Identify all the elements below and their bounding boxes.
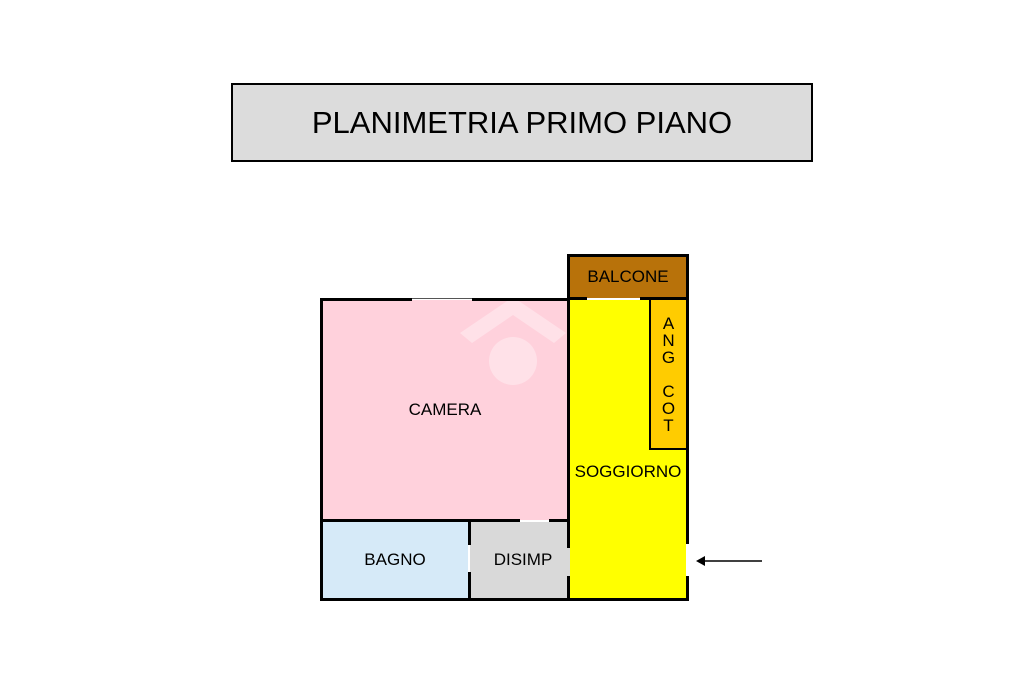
- room-disimp: DISIMP: [470, 522, 572, 598]
- wall-balcone-top: [567, 254, 689, 257]
- cot-letter-3: T: [663, 415, 674, 435]
- wall-outer-top-mid: [472, 298, 570, 301]
- room-bagno-label: BAGNO: [364, 550, 426, 569]
- wall-camera-bottom-right: [549, 519, 570, 522]
- wall-balcone-bottom-left: [567, 297, 587, 300]
- room-disimp-label: DISIMP: [493, 550, 553, 569]
- room-camera-label: CAMERA: [408, 400, 482, 419]
- wall-camera-soggiorno: [567, 298, 570, 548]
- wall-camera-bottom-left: [320, 519, 520, 522]
- room-balcone-label: BALCONE: [587, 267, 669, 286]
- room-angolo-cottura: A N G C O T: [651, 300, 686, 448]
- ang-letter-3: G: [661, 347, 676, 367]
- room-bagno: BAGNO: [322, 522, 468, 598]
- wall-outer-right-upper: [686, 254, 689, 450]
- wall-disimp-soggiorno: [567, 576, 570, 601]
- arrow-left-icon: [696, 556, 762, 566]
- wall-bagno-disimp-lower: [468, 572, 471, 601]
- ang-letter-2: N: [662, 330, 675, 350]
- plan-title: PLANIMETRIA PRIMO PIANO: [231, 83, 813, 162]
- wall-outer-right-bottom: [686, 576, 689, 601]
- wall-angolo-bottom: [649, 448, 689, 450]
- room-camera: CAMERA: [322, 300, 568, 520]
- room-balcone: BALCONE: [570, 256, 686, 298]
- room-soggiorno-label: SOGGIORNO: [574, 462, 682, 481]
- house-watermark-icon: [460, 297, 566, 385]
- wall-outer-bottom: [320, 598, 689, 601]
- wall-outer-top-left: [320, 298, 412, 301]
- wall-balcone-bottom-right: [640, 297, 689, 300]
- ang-letter-1: A: [662, 313, 675, 333]
- wall-outer-right-lower: [686, 448, 689, 544]
- wall-balcone-left: [567, 254, 570, 301]
- wall-window-top: [412, 298, 472, 299]
- wall-bagno-disimp: [468, 519, 471, 545]
- cot-letter-2: O: [661, 398, 676, 418]
- cot-letter-1: C: [662, 381, 675, 401]
- wall-outer-left: [320, 298, 323, 601]
- wall-angolo-left: [649, 300, 651, 450]
